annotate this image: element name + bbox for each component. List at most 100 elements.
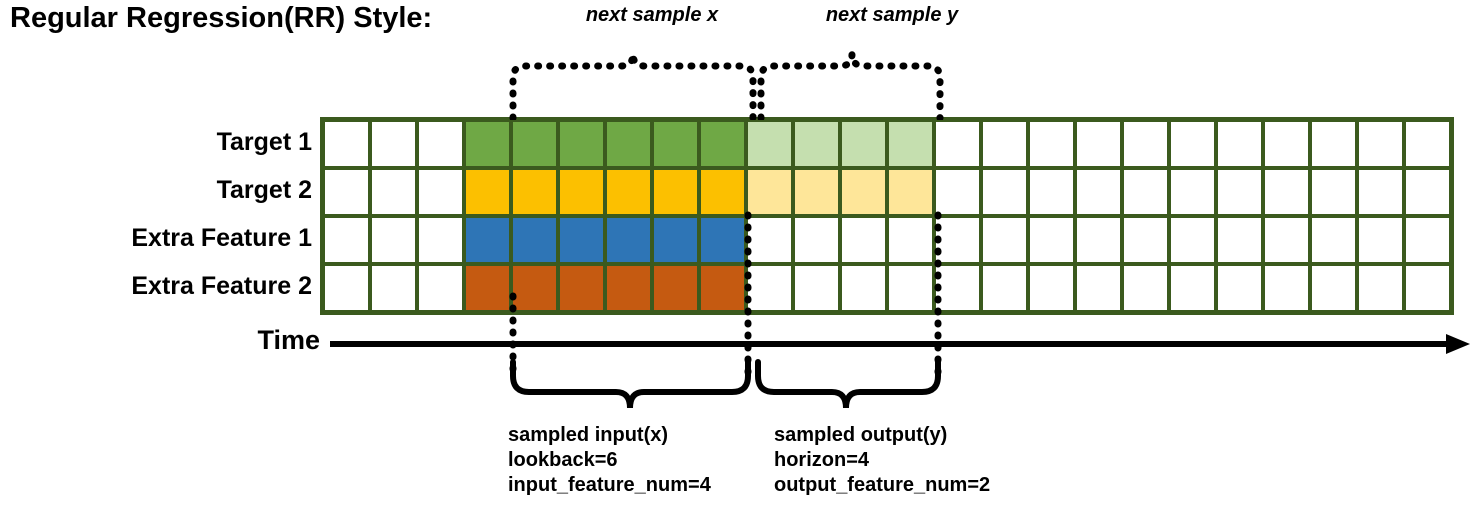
grid-cell bbox=[936, 266, 979, 310]
grid-cell bbox=[842, 218, 885, 262]
grid-cell bbox=[419, 218, 462, 262]
caption-sampled-output: sampled output(y) horizon=4 output_featu… bbox=[774, 423, 990, 498]
grid-row-1 bbox=[325, 122, 1449, 166]
grid-cell bbox=[1030, 218, 1073, 262]
grid-cell bbox=[701, 122, 744, 166]
grid-cell bbox=[419, 170, 462, 214]
next-sample-y-label: next sample y bbox=[825, 4, 959, 26]
row-label-target-1: Target 1 bbox=[216, 128, 312, 156]
grid-cell bbox=[1171, 218, 1214, 262]
grid-cell bbox=[748, 122, 791, 166]
grid-cell bbox=[1030, 266, 1073, 310]
grid-cell bbox=[1406, 170, 1449, 214]
grid-cell bbox=[513, 170, 556, 214]
grid-cell bbox=[842, 122, 885, 166]
grid-cell bbox=[1077, 122, 1120, 166]
grid-cell bbox=[1359, 218, 1402, 262]
grid-cell bbox=[701, 266, 744, 310]
grid-cell bbox=[466, 170, 509, 214]
grid-cell bbox=[701, 170, 744, 214]
grid-cell bbox=[1218, 170, 1261, 214]
grid-cell bbox=[607, 218, 650, 262]
grid-cell bbox=[1265, 218, 1308, 262]
grid-cell bbox=[1312, 122, 1355, 166]
grid-cell bbox=[1312, 218, 1355, 262]
grid-cell bbox=[1030, 170, 1073, 214]
grid-cell bbox=[701, 218, 744, 262]
row-label-column: Target 1 Target 2 Extra Feature 1 Extra … bbox=[0, 118, 312, 310]
grid-cell bbox=[1265, 122, 1308, 166]
grid-row-3 bbox=[325, 218, 1449, 262]
bottom-braces bbox=[510, 359, 941, 409]
grid-cell bbox=[1030, 122, 1073, 166]
grid-cell bbox=[654, 170, 697, 214]
page-title: Regular Regression(RR) Style: bbox=[10, 2, 433, 34]
grid-cell bbox=[1359, 266, 1402, 310]
grid-cell bbox=[983, 266, 1026, 310]
grid-cell bbox=[748, 170, 791, 214]
grid-cell bbox=[1312, 170, 1355, 214]
grid-cell bbox=[936, 218, 979, 262]
grid-cell bbox=[842, 170, 885, 214]
grid-cell bbox=[560, 170, 603, 214]
top-dotted-braces bbox=[509, 53, 944, 120]
grid-cell bbox=[513, 218, 556, 262]
grid-cell bbox=[607, 170, 650, 214]
grid-cell bbox=[607, 122, 650, 166]
grid-cell bbox=[1171, 170, 1214, 214]
grid-cell bbox=[983, 170, 1026, 214]
grid-cell bbox=[1124, 122, 1167, 166]
grid-cell bbox=[466, 266, 509, 310]
grid-cell bbox=[1077, 170, 1120, 214]
grid-cell bbox=[560, 218, 603, 262]
grid-cell bbox=[654, 122, 697, 166]
grid-cell bbox=[1265, 170, 1308, 214]
grid-cell bbox=[466, 218, 509, 262]
grid-cell bbox=[1406, 122, 1449, 166]
time-axis-label: Time bbox=[257, 325, 320, 355]
grid-cell bbox=[889, 170, 932, 214]
row-label-target-2: Target 2 bbox=[216, 176, 312, 204]
grid-cell bbox=[372, 266, 415, 310]
grid-cell bbox=[795, 122, 838, 166]
caption-input-line3: input_feature_num=4 bbox=[508, 474, 711, 496]
timeseries-grid bbox=[320, 117, 1454, 315]
grid-cell bbox=[372, 218, 415, 262]
grid-row-2 bbox=[325, 170, 1449, 214]
grid-cell bbox=[1218, 218, 1261, 262]
caption-output-line2: horizon=4 bbox=[774, 449, 870, 471]
grid-cell bbox=[1406, 266, 1449, 310]
grid-cell bbox=[1218, 266, 1261, 310]
grid-cell bbox=[1171, 122, 1214, 166]
row-label-extra-feature-1: Extra Feature 1 bbox=[131, 224, 312, 252]
caption-output-line3: output_feature_num=2 bbox=[774, 474, 991, 496]
grid-cell bbox=[983, 122, 1026, 166]
grid-cell bbox=[419, 122, 462, 166]
grid-cell bbox=[654, 218, 697, 262]
grid-cell bbox=[795, 170, 838, 214]
grid-cell bbox=[1171, 266, 1214, 310]
grid-cell bbox=[1077, 218, 1120, 262]
grid-cell bbox=[889, 218, 932, 262]
row-label-extra-feature-2: Extra Feature 2 bbox=[131, 272, 312, 300]
grid-cell bbox=[419, 266, 462, 310]
grid-cell bbox=[1124, 170, 1167, 214]
grid-cell bbox=[372, 122, 415, 166]
grid-cell bbox=[889, 266, 932, 310]
grid-cell bbox=[466, 122, 509, 166]
grid-cell bbox=[842, 266, 885, 310]
caption-output-line1: sampled output(y) bbox=[774, 424, 948, 446]
grid-cell bbox=[325, 218, 368, 262]
grid-cell bbox=[1124, 218, 1167, 262]
grid-cell bbox=[748, 266, 791, 310]
grid-cell bbox=[748, 218, 791, 262]
grid-cell bbox=[1359, 170, 1402, 214]
grid-cell bbox=[1312, 266, 1355, 310]
grid-cell bbox=[325, 122, 368, 166]
grid-cell bbox=[983, 218, 1026, 262]
grid-cell bbox=[936, 170, 979, 214]
grid-cell bbox=[325, 170, 368, 214]
grid-cell bbox=[1265, 266, 1308, 310]
grid-cell bbox=[1218, 122, 1261, 166]
